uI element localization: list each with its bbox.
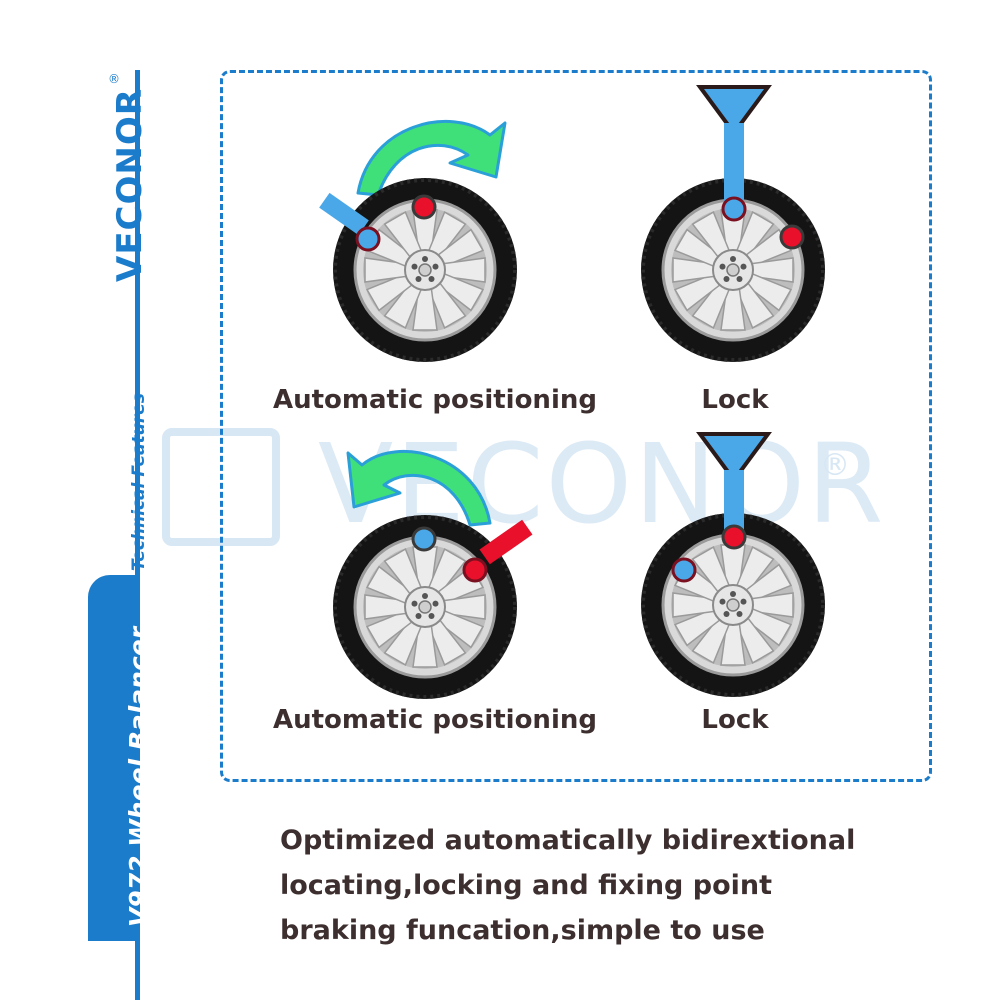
blue-locator-dot-icon (355, 226, 381, 252)
brand-logo: VECONOR ® (68, 72, 150, 292)
blue-locator-dot-icon (671, 557, 697, 583)
diagram-lock-1 (620, 85, 840, 375)
diagram-auto-positioning-2 (300, 425, 550, 705)
diagram-lock-2 (620, 430, 840, 710)
feature-panel (220, 70, 932, 782)
rotation-arrow-counterclockwise-icon (346, 450, 492, 527)
sidebar-divider (135, 70, 140, 1000)
description-line: braking funcation,simple to use (280, 915, 765, 946)
red-marker-dot-icon (779, 224, 805, 250)
rotation-arrow-clockwise-icon (356, 120, 507, 197)
lock-pointer-icon (696, 432, 772, 536)
brand-name: VECONOR (110, 88, 150, 282)
blue-locator-dot-icon (411, 526, 437, 552)
feature-description: Optimized automatically bidirextional lo… (280, 818, 920, 953)
pointer-arm-icon (479, 519, 533, 565)
blue-locator-dot-icon (721, 196, 747, 222)
caption-lock-1: Lock (701, 385, 769, 415)
caption-auto-positioning-1: Automatic positioning (273, 385, 597, 415)
red-marker-dot-icon (721, 524, 747, 550)
product-title-tab: V972 Wheel Balancer (88, 575, 153, 941)
lock-pointer-icon (696, 85, 772, 203)
brand-registered-mark: ® (108, 72, 120, 86)
diagram-auto-positioning-1 (300, 95, 540, 375)
pointer-arm-icon (319, 192, 369, 236)
caption-lock-2: Lock (701, 705, 769, 735)
red-marker-dot-icon (462, 557, 488, 583)
description-line: locating,locking and fixing point (280, 870, 773, 901)
red-marker-dot-icon (411, 194, 437, 220)
technical-features-text: Technical Features (129, 393, 149, 571)
description-line: Optimized automatically bidirextional (280, 825, 856, 856)
technical-features-label: Technical Features (105, 375, 149, 575)
product-title: V972 Wheel Balancer (124, 626, 153, 927)
watermark-registered-mark: ® (820, 448, 850, 483)
caption-auto-positioning-2: Automatic positioning (273, 705, 597, 735)
